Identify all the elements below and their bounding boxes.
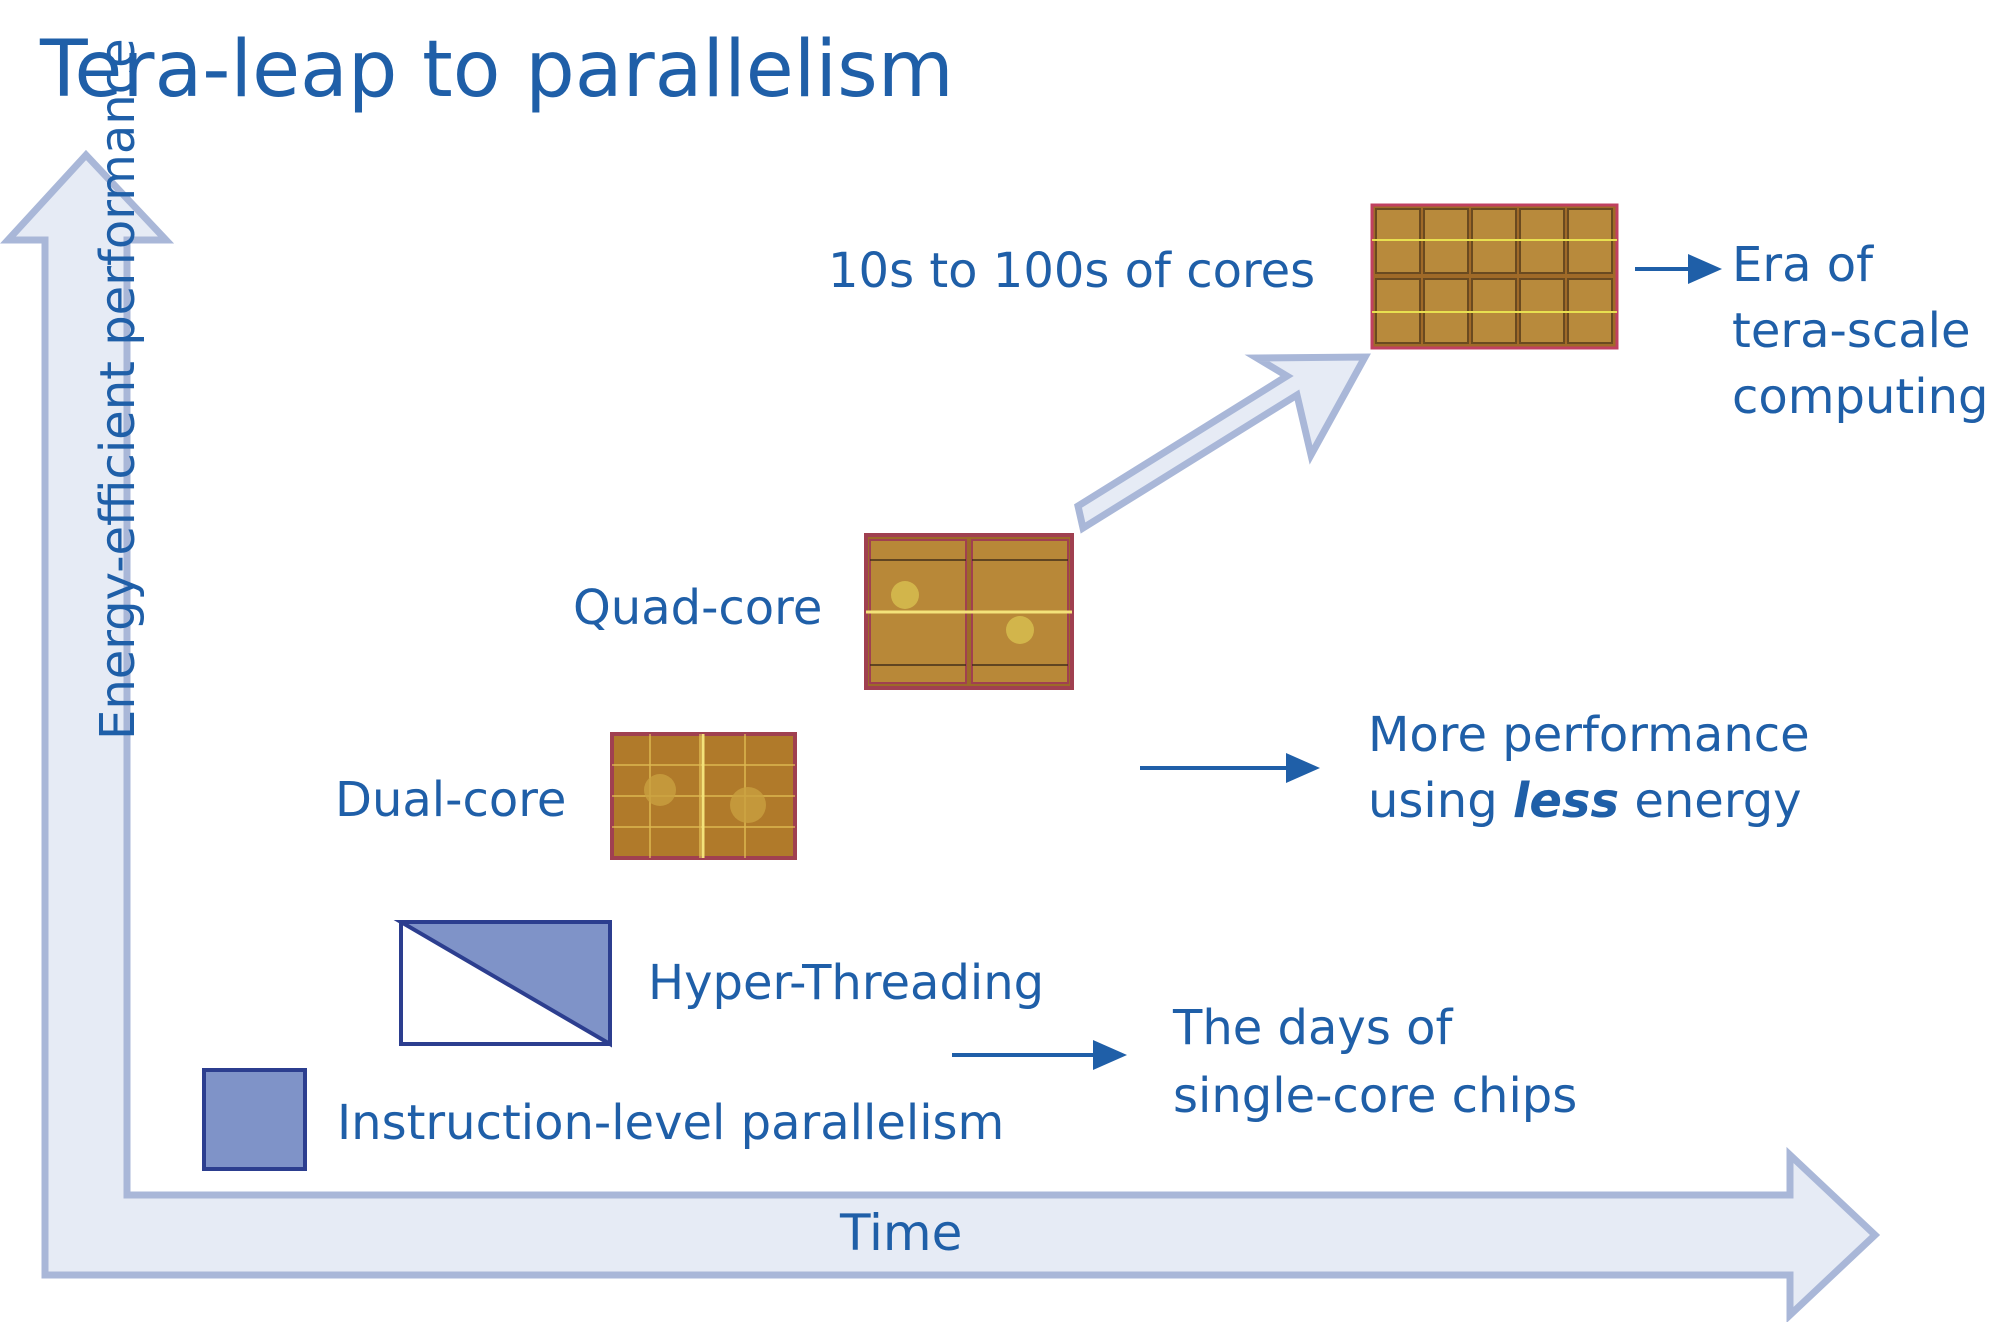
arrow-tera-scale	[1635, 254, 1722, 284]
note-era-line2: tera-scale	[1732, 303, 1971, 359]
dual-core-die-icon	[610, 732, 797, 860]
axis-arrow	[0, 149, 1881, 1322]
note-single-core-line1: The days of	[1173, 1000, 1453, 1056]
filled-square-icon	[202, 1068, 307, 1171]
y-axis-label: Energy-efficient performance	[90, 38, 146, 740]
stage-label-dual-core: Dual-core	[335, 772, 567, 828]
stage-label-instruction-level: Instruction-level parallelism	[337, 1095, 1005, 1151]
note-more-performance-emphasis: less	[1512, 773, 1620, 829]
stage-label-many-core: 10s to 100s of cores	[828, 243, 1316, 299]
stage-label-hyper-threading: Hyper-Threading	[648, 955, 1045, 1011]
arrow-single-core	[952, 1040, 1127, 1070]
quad-core-die-icon	[864, 533, 1074, 690]
note-more-performance-pre: using	[1368, 773, 1513, 829]
note-more-performance-post: energy	[1619, 773, 1802, 829]
stage-label-quad-core: Quad-core	[573, 580, 823, 636]
many-core-die-icon	[1370, 203, 1619, 350]
note-more-performance-line1: More performance	[1368, 707, 1810, 763]
note-more-performance-line2: using less energy	[1368, 768, 1802, 834]
x-axis-label: Time	[840, 1204, 963, 1262]
note-era-line1: Era of	[1732, 237, 1873, 293]
page-title: Tera-leap to parallelism	[40, 25, 954, 115]
leap-arrow	[1074, 353, 1371, 534]
split-square-icon	[393, 920, 612, 1048]
arrow-more-performance	[1140, 753, 1320, 783]
note-single-core-line2: single-core chips	[1173, 1068, 1578, 1124]
note-era-line3: computing	[1732, 369, 1989, 425]
